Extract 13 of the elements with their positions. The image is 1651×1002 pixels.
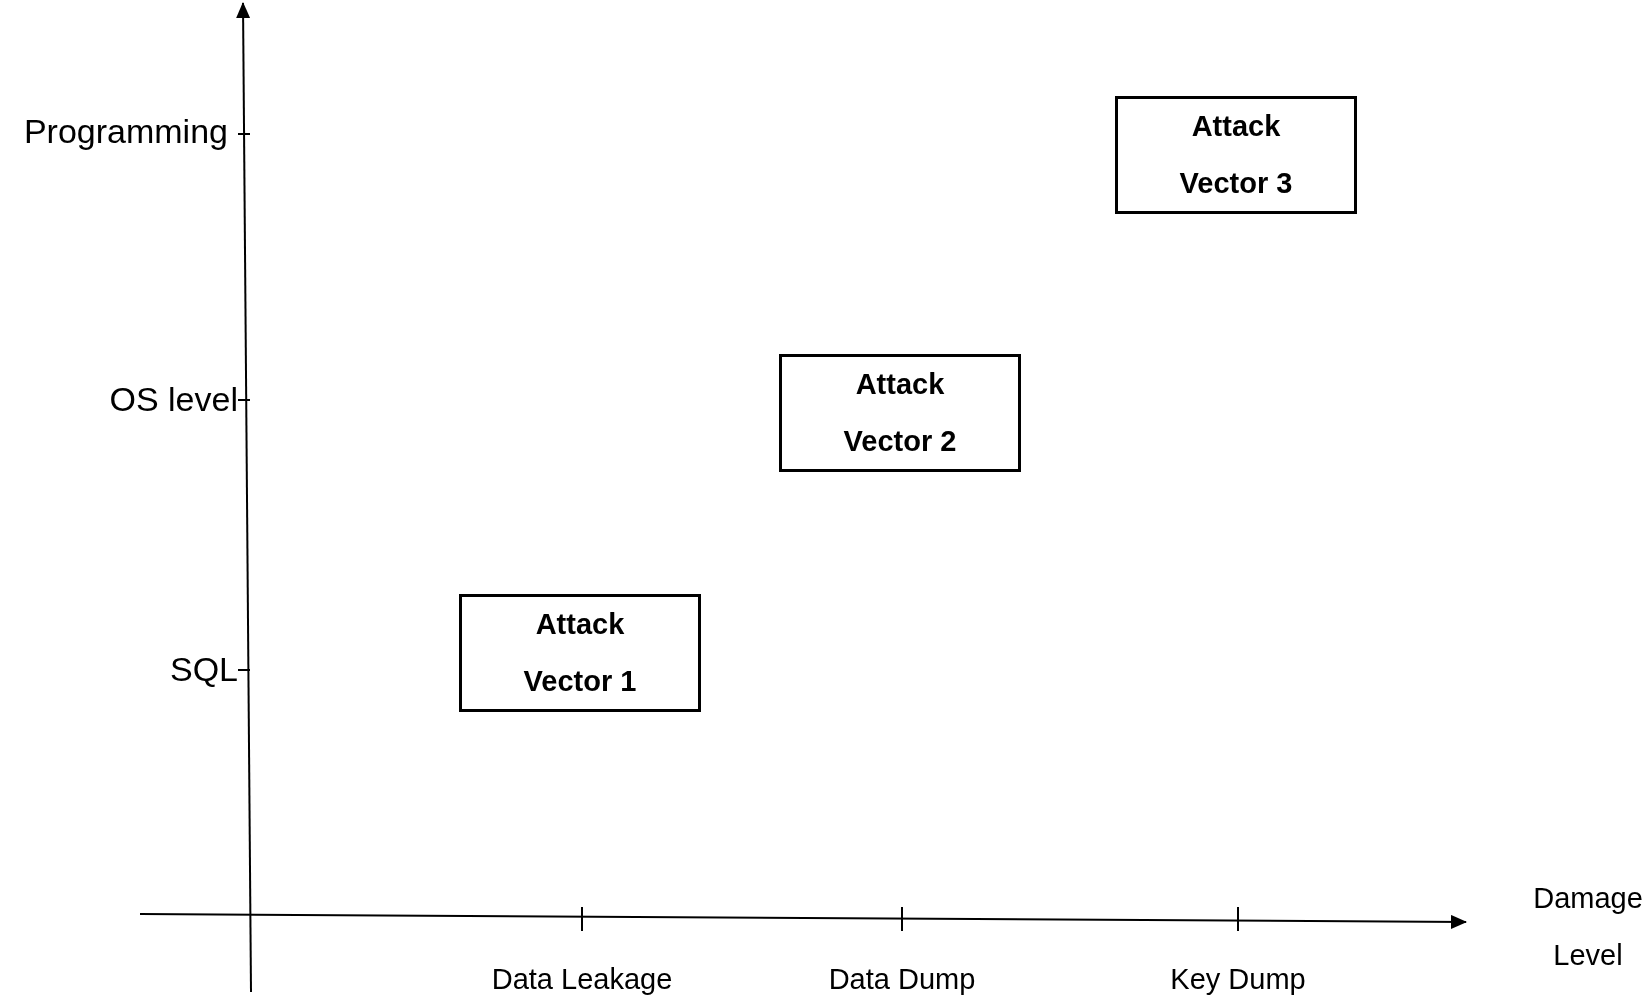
axis-label: Data Leakage <box>491 963 673 996</box>
attack-vector-box <box>1115 96 1357 214</box>
box-label: Attack Vector 2 <box>842 367 958 459</box>
axis-label: Key Dump <box>1170 963 1306 996</box>
axis-label: SQL <box>169 650 238 689</box>
axis-label: Programming <box>23 112 228 151</box>
attack-vector-box <box>779 354 1021 472</box>
axis-label: Damage Level <box>1532 881 1644 973</box>
axis-label: OS level <box>109 380 238 419</box>
axis-label: Data Dump <box>828 963 976 996</box>
box-label: Attack Vector 3 <box>1178 109 1294 201</box>
attack-vector-box <box>459 594 701 712</box>
box-label: Attack Vector 1 <box>522 607 638 699</box>
